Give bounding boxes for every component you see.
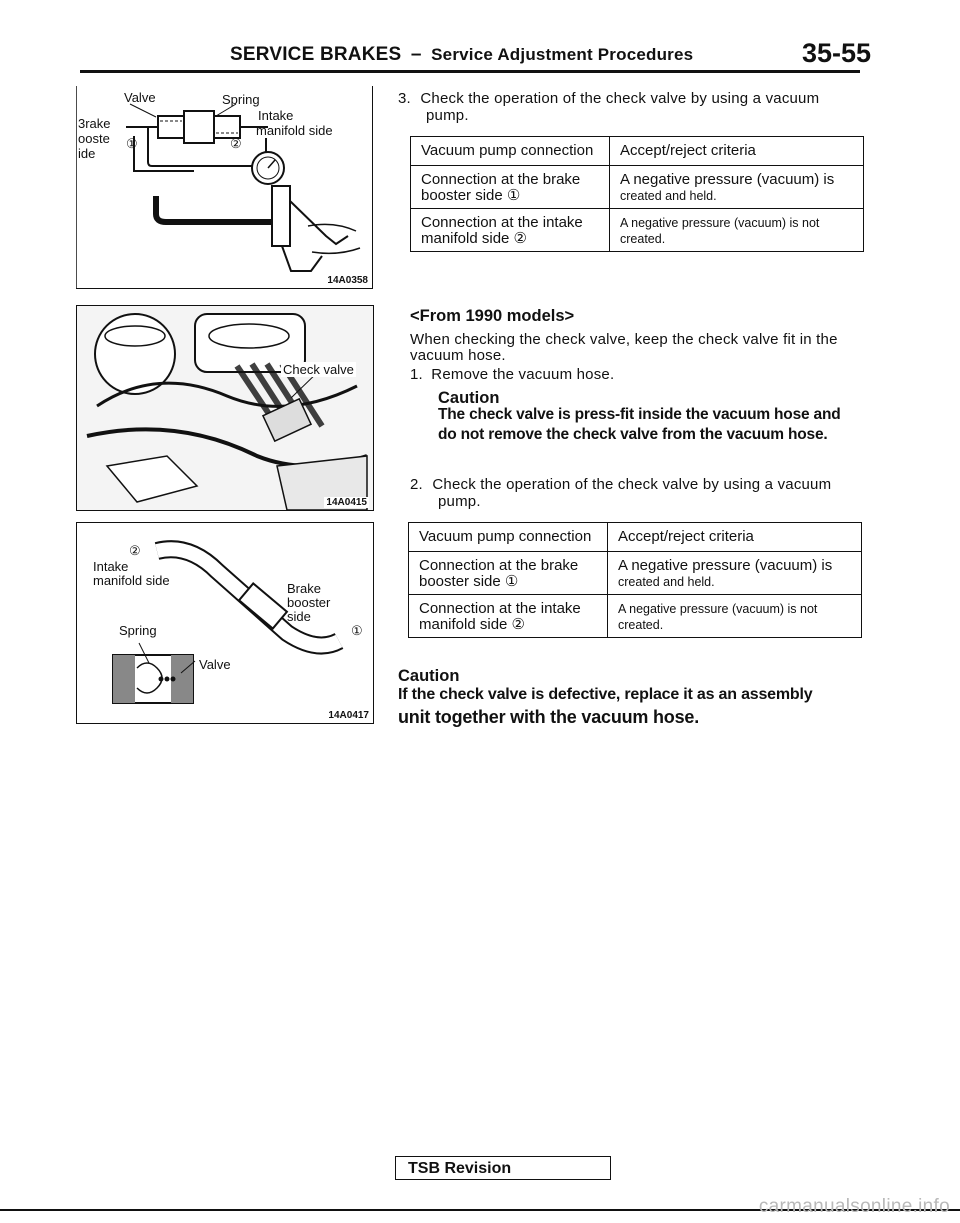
section-heading: <From 1990 models>: [410, 307, 575, 325]
figure-code: 14A0415: [324, 497, 369, 508]
cell-criteria-cont: created and held.: [620, 189, 717, 203]
step-text: Remove the vacuum hose.: [431, 366, 615, 383]
vacuum-hose-illustration: [112, 540, 344, 704]
cell-connection: Connection at the intake: [419, 600, 581, 617]
cell-connection: Connection at the brake: [419, 557, 579, 574]
cell-connection-cont: booster side ①: [421, 187, 521, 204]
figure-engine-bay-check-valve: Check valve 14A0415: [76, 305, 374, 511]
criteria-table-2: Vacuum pump connection Accept/reject cri…: [408, 522, 862, 638]
caution-line-1: The check valve is press-fit inside the …: [438, 406, 841, 423]
cell-criteria-cont: created.: [620, 232, 666, 246]
label-brake: Brake: [287, 581, 321, 596]
caution-heading: Caution: [438, 389, 500, 407]
step-text: Check the operation of the check valve b…: [420, 90, 820, 107]
label-booster: booster: [287, 595, 331, 610]
header-title: SERVICE BRAKES: [230, 44, 402, 65]
cell-criteria: A negative pressure (vacuum) is not: [618, 602, 818, 616]
figure-code: 14A0358: [327, 275, 368, 286]
label-intake: Intake: [93, 559, 129, 574]
cell-criteria: A negative pressure (vacuum) is: [620, 171, 835, 188]
label-intake: Intake: [258, 108, 294, 123]
label-check-valve: Check valve: [281, 362, 356, 377]
figure-vacuum-hose-check-valve: ② Intake manifold side Brake booster sid…: [76, 522, 374, 724]
final-caution-body: If the check valve is defective, replace…: [398, 684, 868, 730]
cell-connection-cont: booster side ①: [419, 573, 519, 590]
figure-code: 14A0417: [328, 710, 369, 721]
label-manifold-side: manifold side: [93, 573, 170, 588]
final-caution-heading: Caution: [398, 667, 460, 685]
cell-criteria-cont: created and held.: [618, 575, 715, 589]
table-header-connection: Vacuum pump connection: [409, 523, 608, 552]
cell-connection: Connection at the brake: [421, 171, 581, 188]
label-spring: Spring: [119, 623, 157, 638]
cell-criteria: A negative pressure (vacuum) is not: [620, 216, 820, 230]
final-caution-line-2: unit together with the vacuum hose.: [398, 707, 700, 727]
figure-check-valve-vacuum-pump: Valve Spring 3rake ooste ide ① ② Intake …: [75, 86, 373, 289]
intro-line-1: When checking the check valve, keep the …: [410, 331, 838, 348]
cell-criteria: A negative pressure (vacuum) is: [618, 557, 833, 574]
label-port-1: ①: [126, 136, 138, 151]
step-3: 3. Check the operation of the check valv…: [398, 90, 868, 124]
header-divider: [80, 70, 860, 73]
tsb-revision-box: TSB Revision: [395, 1156, 611, 1180]
table-header-connection: Vacuum pump connection: [411, 137, 610, 166]
step-number: 3.: [398, 90, 411, 107]
table-header-criteria: Accept/reject criteria: [607, 523, 861, 552]
step-text-cont: pump.: [438, 493, 481, 510]
step-text: Check the operation of the check valve b…: [432, 476, 832, 493]
cell-criteria-cont: created.: [618, 618, 664, 632]
label-valve: Valve: [199, 657, 231, 672]
caution-line-2: do not remove the check valve from the v…: [438, 426, 828, 443]
engine-bay-illustration: [77, 306, 373, 511]
caution-body: The check valve is press-fit inside the …: [438, 405, 878, 445]
step-2: 2. Check the operation of the check valv…: [410, 476, 870, 510]
label-brake-booster-3: ide: [78, 146, 96, 161]
final-caution-line-1: If the check valve is defective, replace…: [398, 686, 813, 703]
footer-divider: [0, 1209, 960, 1211]
page-number: 35-55: [802, 38, 872, 68]
intro-line-2: vacuum hose.: [410, 347, 506, 364]
step-number: 2.: [410, 476, 423, 493]
watermark: carmanualsonline.info: [758, 1196, 950, 1217]
label-brake-booster-1: 3rake: [78, 116, 111, 131]
table-header-criteria: Accept/reject criteria: [609, 137, 863, 166]
step-number: 1.: [410, 366, 423, 383]
cell-connection: Connection at the intake: [421, 214, 583, 231]
label-port-2: ②: [129, 543, 141, 558]
step-1: 1. Remove the vacuum hose.: [410, 367, 614, 383]
step-text-cont: pump.: [426, 107, 469, 124]
criteria-table-1: Vacuum pump connection Accept/reject cri…: [410, 136, 864, 252]
label-side: side: [287, 609, 311, 624]
header-dash: –: [410, 44, 422, 65]
cell-connection-cont: manifold side ②: [421, 230, 527, 247]
label-port-1: ①: [351, 623, 363, 638]
label-spring: Spring: [222, 92, 260, 107]
cell-connection-cont: manifold side ②: [419, 616, 525, 633]
page-header: SERVICE BRAKES – Service Adjustment Proc…: [230, 44, 693, 66]
label-brake-booster-2: ooste: [78, 131, 110, 146]
label-valve: Valve: [124, 90, 156, 105]
label-manifold-side: manifold side: [256, 123, 333, 138]
section-intro: When checking the check valve, keep the …: [410, 332, 870, 364]
header-subtitle: Service Adjustment Procedures: [431, 45, 694, 64]
label-port-2: ②: [230, 136, 242, 151]
check-valve-pump-illustration: [75, 86, 361, 288]
